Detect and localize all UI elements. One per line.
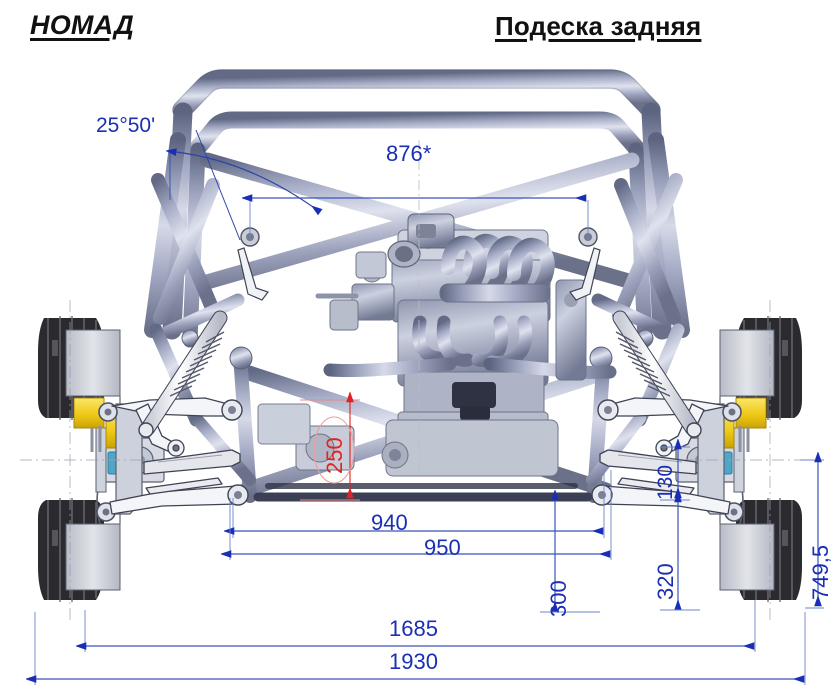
exhaust-header (323, 315, 617, 420)
dim-749-5 (800, 460, 824, 609)
engine-accessories (315, 251, 587, 381)
dim-label-1685: 1685 (389, 616, 438, 641)
dim-label-749-5: 749,5 (808, 544, 833, 600)
coilover-shock-left (138, 310, 228, 438)
coilover-shock-right (612, 310, 702, 438)
page-title-right: Подеска задняя (495, 11, 702, 41)
dim-1930 (35, 612, 806, 685)
throttle-body (387, 213, 455, 268)
dim-label-130: 130 (654, 464, 677, 500)
dim-label-1930: 1930 (389, 649, 438, 674)
dim-label-320: 320 (653, 563, 678, 600)
page-title-left: НОМАД (30, 10, 134, 40)
dim-250-red (300, 400, 360, 501)
dim-label-950: 950 (424, 535, 461, 560)
dim-950 (230, 470, 612, 560)
dim-label-876: 876* (386, 141, 432, 166)
right-wheel-assembly (640, 300, 820, 620)
intake-manifold (439, 233, 555, 303)
dim-angle-arc (170, 129, 320, 241)
dim-876 (250, 140, 589, 470)
dim-940 (233, 470, 605, 538)
dimension-lines (35, 129, 824, 685)
dim-label-angle: 25°50' (96, 114, 156, 137)
dim-300 (540, 500, 600, 613)
dim-label-300: 300 (546, 580, 571, 617)
engine-inline-4 (257, 213, 617, 477)
dim-320 (660, 502, 700, 611)
dim-label-940: 940 (371, 510, 408, 535)
dim-1685 (85, 600, 756, 652)
suspension-links (109, 397, 731, 515)
dim-label-250: 250 (322, 437, 347, 474)
